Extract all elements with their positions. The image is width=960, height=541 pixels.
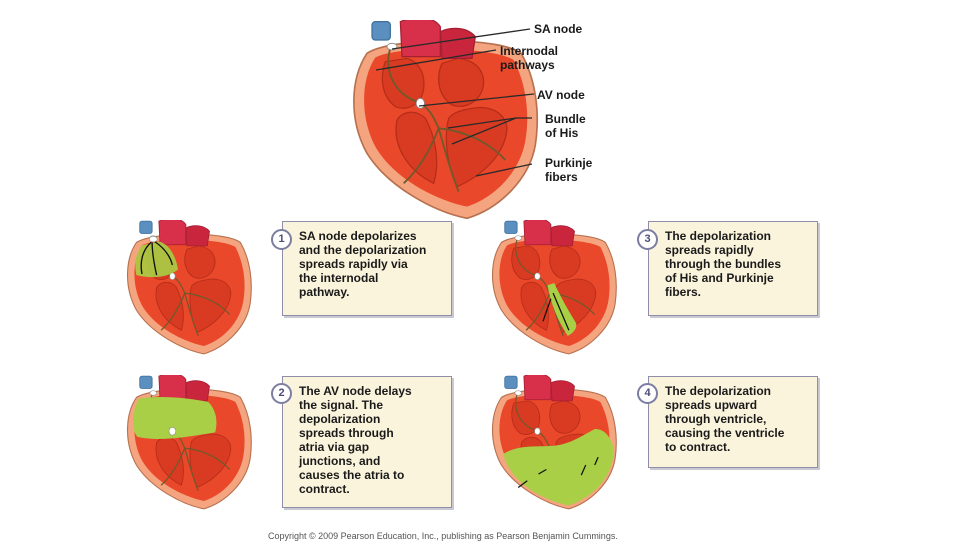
step2-heart (126, 375, 252, 510)
label-internodal-pathways: Internodal pathways (500, 44, 559, 72)
step3-heart (491, 220, 617, 355)
step4-number-badge: 4 (637, 383, 658, 404)
step4-text: The depolarization spreads upward throug… (665, 384, 785, 454)
step3-text: The depolarization spreads rapidly throu… (665, 229, 781, 299)
step1-text: SA node depolarizes and the depolarizati… (299, 229, 427, 299)
step1-box: SA node depolarizes and the depolarizati… (282, 221, 452, 316)
step3-box: The depolarization spreads rapidly throu… (648, 221, 818, 316)
step3-number-badge: 3 (637, 229, 658, 250)
label-av-node: AV node (537, 88, 585, 102)
label-sa-node: SA node (534, 22, 583, 36)
step2-number-badge: 2 (271, 383, 292, 404)
step1-heart (126, 220, 252, 355)
copyright-footer: Copyright © 2009 Pearson Education, Inc.… (268, 531, 618, 541)
label-purkinje-fibers: Purkinje fibers (545, 156, 593, 184)
step4-box: The depolarization spreads upward throug… (648, 376, 818, 468)
step2-text: The AV node delays the signal. The depol… (299, 384, 412, 496)
label-bundle-of-his: Bundle of His (545, 112, 586, 140)
step1-number-badge: 1 (271, 229, 292, 250)
step4-heart (491, 375, 617, 510)
step2-box: The AV node delays the signal. The depol… (282, 376, 452, 508)
